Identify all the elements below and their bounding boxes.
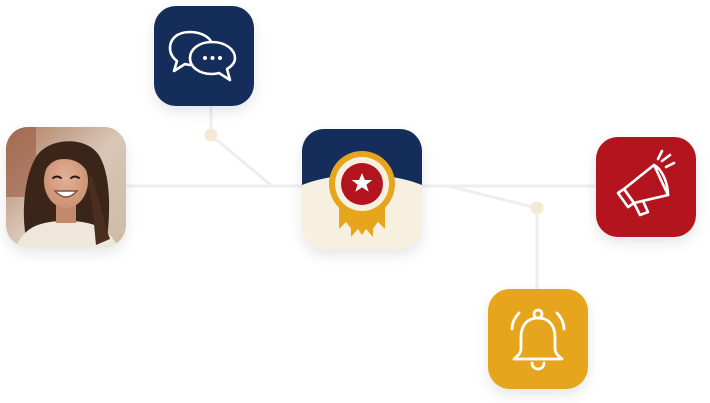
avatar[interactable]	[6, 127, 126, 247]
connector-chat-diagonal	[209, 133, 274, 188]
award-badge-tile[interactable]	[302, 129, 422, 249]
chat-bubbles-icon	[168, 30, 237, 82]
megaphone-icon	[616, 149, 676, 217]
connector-hub-diagonal	[446, 184, 539, 210]
avatar-photo	[6, 127, 126, 247]
chat-tile[interactable]	[154, 6, 254, 106]
bell-icon	[510, 308, 566, 371]
connector-node-bell	[530, 201, 544, 215]
bell-tile[interactable]	[488, 289, 588, 389]
megaphone-tile[interactable]	[596, 137, 696, 237]
connector-node-chat	[204, 128, 218, 142]
award-badge-icon	[302, 129, 422, 237]
